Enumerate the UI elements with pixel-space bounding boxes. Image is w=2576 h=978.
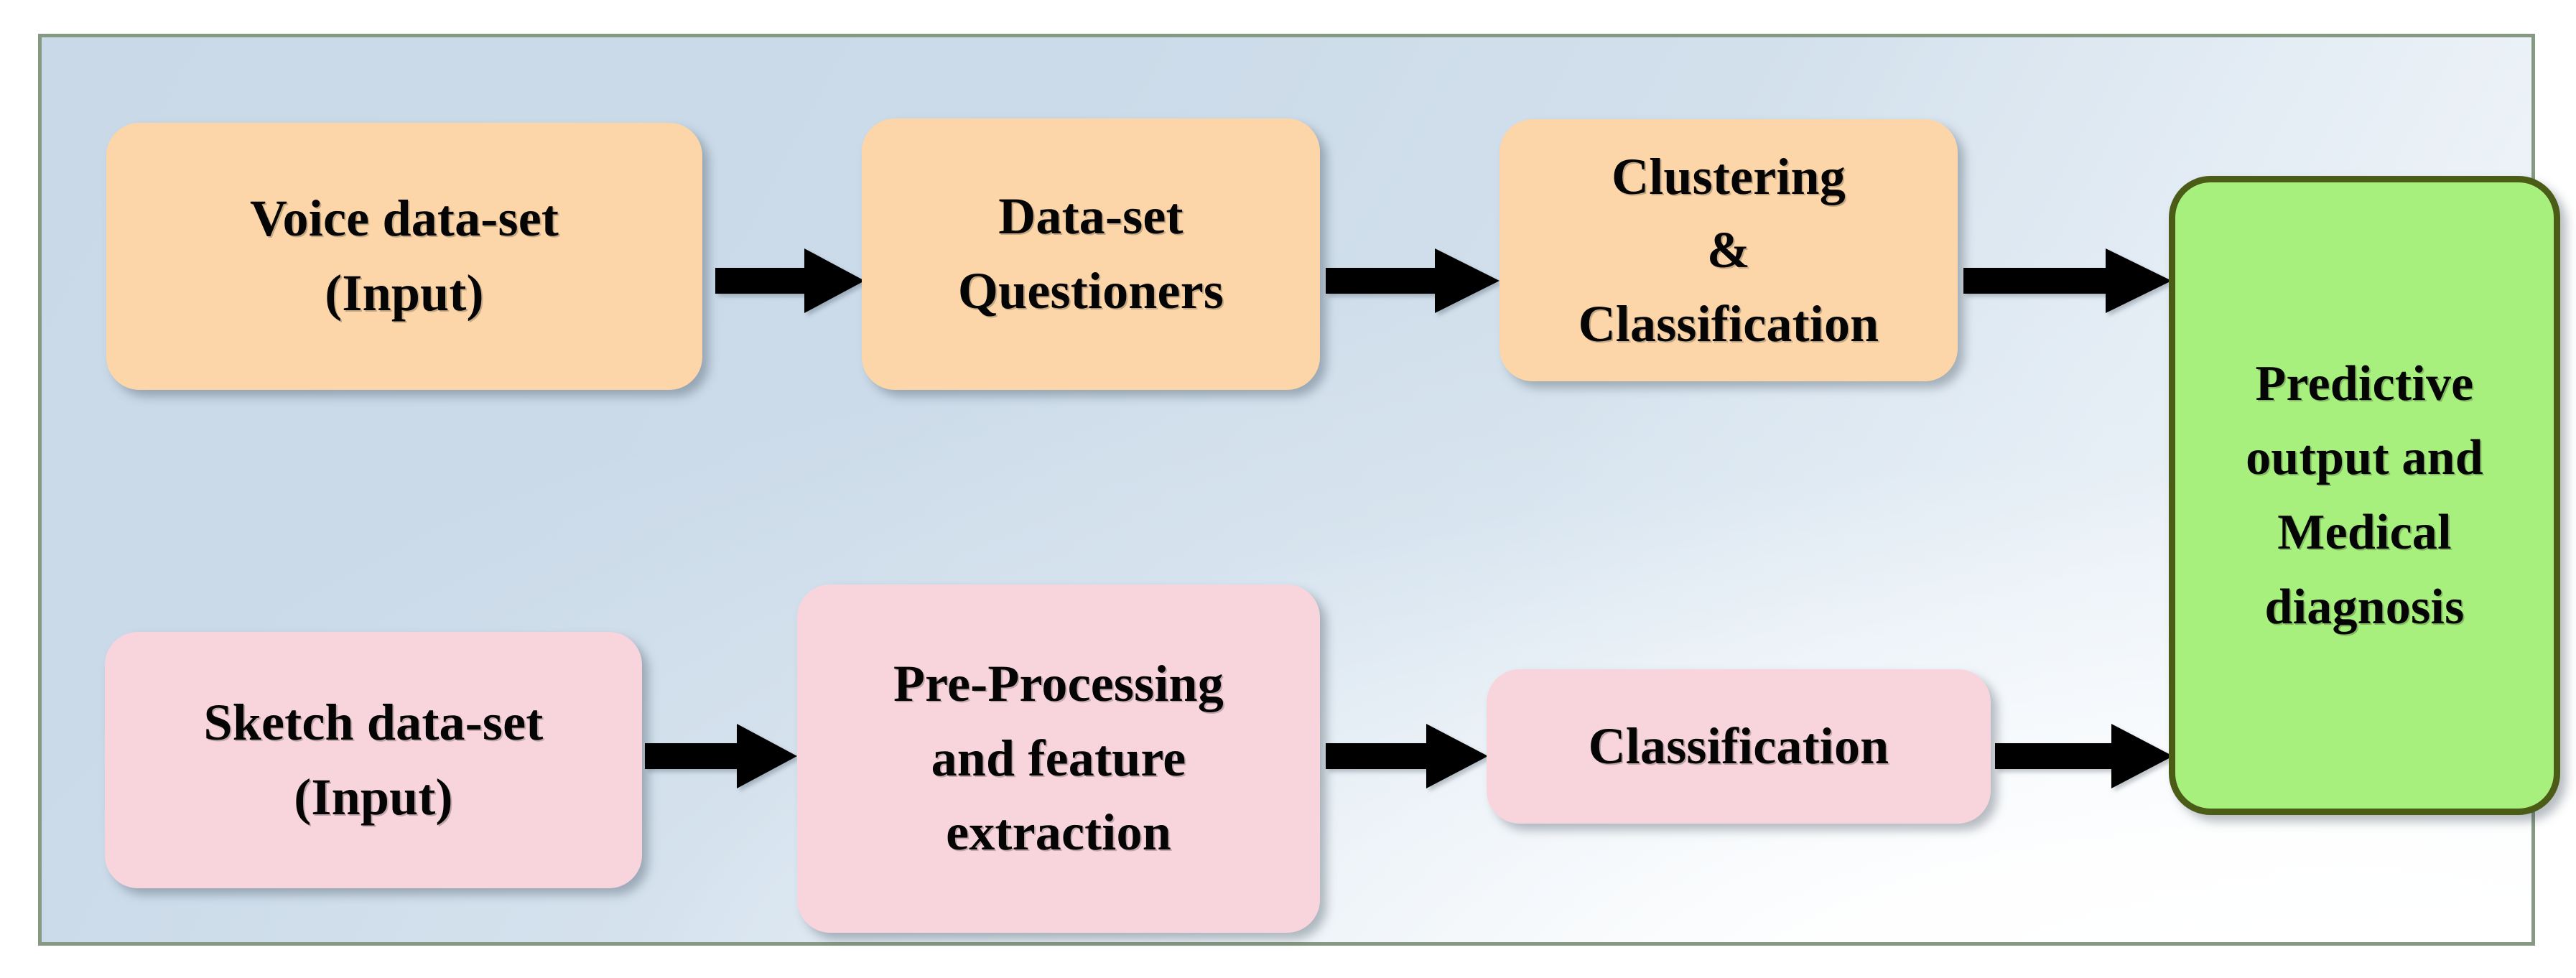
diagram-frame: Voice data-set (Input) Data-set Question… — [38, 34, 2560, 946]
arrow-classification-to-output — [1995, 721, 2173, 791]
node-predictive-output-text: Predictive output and Medical diagnosis — [2175, 347, 2554, 644]
node-sketch-dataset[interactable]: Sketch data-set (Input) — [105, 632, 642, 888]
node-clustering-classification-line3: Classification — [1578, 294, 1879, 353]
arrow-questioners-to-clustering — [1326, 246, 1499, 316]
arrow-clustering-to-output — [1963, 246, 2172, 316]
node-preprocessing-text: Pre-Processing and feature extraction — [797, 647, 1320, 870]
node-dataset-questioners-line2: Questioners — [957, 262, 1224, 320]
node-voice-dataset-line1: Voice data-set — [249, 190, 559, 248]
node-sketch-dataset-text: Sketch data-set (Input) — [105, 686, 642, 834]
node-predictive-output-line2: output and — [2246, 430, 2483, 486]
node-classification-text: Classification — [1487, 710, 1991, 783]
arrow-right-icon — [1326, 724, 1488, 788]
node-dataset-questioners-text: Data-set Questioners — [862, 180, 1320, 328]
node-preprocessing-line3: extraction — [946, 804, 1171, 862]
node-preprocessing-feature-extraction[interactable]: Pre-Processing and feature extraction — [797, 585, 1320, 933]
arrow-right-icon — [715, 248, 865, 313]
arrow-preprocessing-to-classification — [1326, 721, 1488, 791]
node-predictive-output-line1: Predictive — [2255, 355, 2474, 411]
arrow-right-icon — [1326, 248, 1499, 313]
node-voice-dataset-line2: (Input) — [325, 264, 484, 322]
node-voice-dataset-text: Voice data-set (Input) — [106, 182, 702, 330]
node-sketch-dataset-line1: Sketch data-set — [203, 693, 544, 751]
node-clustering-classification-line2: & — [1706, 221, 1751, 279]
arrow-voice-to-questioners — [715, 246, 865, 316]
node-clustering-classification-text: Clustering & Classification — [1499, 140, 1958, 360]
arrow-right-icon — [1995, 724, 2173, 788]
node-dataset-questioners-line1: Data-set — [998, 187, 1184, 246]
node-classification-line1: Classification — [1588, 717, 1889, 776]
node-predictive-output-line4: diagnosis — [2264, 579, 2465, 635]
node-predictive-output-line3: Medical — [2277, 505, 2452, 560]
node-preprocessing-line2: and feature — [931, 729, 1186, 787]
arrow-right-icon — [645, 724, 797, 788]
node-clustering-classification-line1: Clustering — [1612, 148, 1846, 206]
arrow-sketch-to-preprocessing — [645, 721, 797, 791]
node-sketch-dataset-line2: (Input) — [294, 768, 453, 826]
node-voice-dataset[interactable]: Voice data-set (Input) — [106, 123, 702, 390]
node-predictive-output[interactable]: Predictive output and Medical diagnosis — [2169, 176, 2560, 815]
node-clustering-classification[interactable]: Clustering & Classification — [1499, 119, 1958, 381]
node-dataset-questioners[interactable]: Data-set Questioners — [862, 118, 1320, 390]
node-classification[interactable]: Classification — [1487, 669, 1991, 824]
arrow-right-icon — [1963, 248, 2172, 313]
node-preprocessing-line1: Pre-Processing — [893, 654, 1224, 712]
